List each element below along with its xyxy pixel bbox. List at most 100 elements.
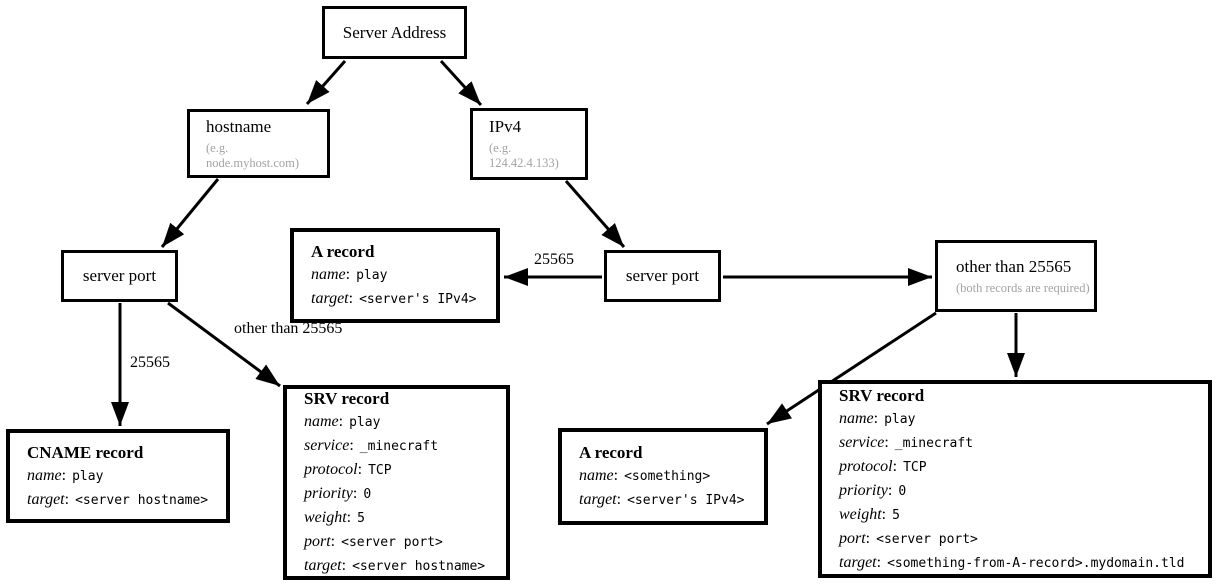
field-separator: : [873,409,879,427]
node-other-than-25565: other than 25565 (both records are requi… [935,240,1097,312]
record-field: service: _minecraft [304,434,496,458]
node-subtitle: (both records are required) [956,280,1090,295]
field-label: protocol [839,457,893,475]
node-server-port-right: server port [604,250,721,302]
edge-label-25565-mid: 25565 [534,251,574,268]
field-label: name [27,466,62,484]
record-field: port: <server port> [839,527,1198,551]
field-label: name [839,409,874,427]
field-label: port [839,529,866,547]
node-server-address: Server Address [322,6,467,59]
field-value: play [349,415,381,430]
field-label: service [839,433,885,451]
field-separator: : [881,505,887,523]
field-separator: : [341,557,347,574]
record-field: priority:0 [839,479,1198,503]
record-srv-right: SRV record name:play service:_minecraft … [818,380,1212,578]
field-value: <server hostname> [75,492,209,508]
edge-label-25565-left: 25565 [130,354,170,371]
record-field: protocol: TCP [839,455,1198,479]
record-field: priority:0 [304,482,496,506]
record-field: port: <server port> [304,530,496,554]
record-field: target:<server hostname> [27,488,216,512]
field-label: name [311,266,346,283]
field-separator: : [349,437,354,454]
record-a-top: A record name:play target:<server's IPv4… [290,228,500,323]
record-srv-left: SRV record name:play service:_minecraft … [283,385,510,580]
record-title: A record [311,242,375,261]
field-label: service [304,437,350,454]
node-title: Server Address [342,22,447,42]
field-value: play [356,268,388,283]
field-separator: : [330,533,336,550]
field-value: <server's IPv4> [359,292,477,307]
field-separator: : [352,485,358,502]
edge-server-address-to-ipv4 [439,59,483,107]
field-value: <server hostname> [352,559,486,574]
record-title: SRV record [839,385,925,405]
node-server-port-left: server port [61,250,178,302]
field-value: <something-from-A-record>.mydomain.tld [887,555,1185,571]
field-label: weight [839,505,882,523]
field-value: 5 [357,511,365,526]
field-value: _minecraft [894,435,974,451]
record-field: target:<server's IPv4> [579,488,754,512]
field-value: <something> [624,469,711,484]
field-label: target [311,290,349,307]
field-value: 0 [363,487,372,502]
record-field: name: play [311,263,486,287]
field-separator: : [64,490,70,508]
record-field: protocol:TCP [304,458,496,482]
field-value: play [72,468,104,484]
edge-server-address-to-hostname [305,60,347,105]
field-separator: : [865,529,871,547]
field-value: <server port> [876,531,978,547]
field-label: protocol [304,461,358,478]
field-separator: : [61,466,67,484]
node-hostname: hostname (e.g. node.myhost.com) [187,109,330,178]
record-cname: CNAME record name:play target:<server ho… [6,429,230,523]
record-field: name: <something> [579,464,754,488]
record-field: weight:5 [839,503,1198,527]
edge-hostname-to-server-port [160,178,220,248]
field-label: port [304,533,331,550]
node-title: server port [625,266,700,285]
field-value: 0 [898,483,907,499]
field-separator: : [348,290,354,307]
field-separator: : [613,467,619,484]
record-field: weight:5 [304,506,496,530]
record-field: name: play [27,464,216,488]
node-title: other than 25565 [956,256,1072,276]
field-value: TCP [903,459,927,475]
field-separator: : [892,457,898,475]
field-value: <server port> [341,535,443,550]
field-value: play [884,411,916,427]
record-field: name: play [839,407,1198,431]
node-subtitle: (e.g. 124.42.4.133) [489,141,559,170]
field-separator: : [346,509,352,526]
field-value: <server's IPv4> [627,493,745,508]
field-value: _minecraft [359,439,439,454]
node-title: IPv4 [489,117,522,136]
field-label: target [304,557,342,574]
field-label: name [579,467,614,484]
record-field: target: <server hostname> [304,554,496,578]
edge-other-to-a-record-bottom [766,311,937,426]
field-separator: : [616,491,622,508]
node-subtitle: (e.g. node.myhost.com) [206,140,300,170]
field-label: priority [839,481,888,499]
edge-server-port-to-srv-record-left [167,301,281,388]
field-separator: : [345,266,351,283]
node-title: hostname [206,116,272,136]
record-field: name: play [304,410,496,434]
record-field: target: <server's IPv4> [311,287,486,311]
field-separator: : [357,461,363,478]
edge-label-other-than-25565: other than 25565 [234,320,343,337]
node-title: server port [82,266,157,285]
field-separator: : [876,553,882,571]
field-separator: : [338,413,344,430]
field-label: name [304,413,339,430]
record-title: A record [579,443,643,462]
